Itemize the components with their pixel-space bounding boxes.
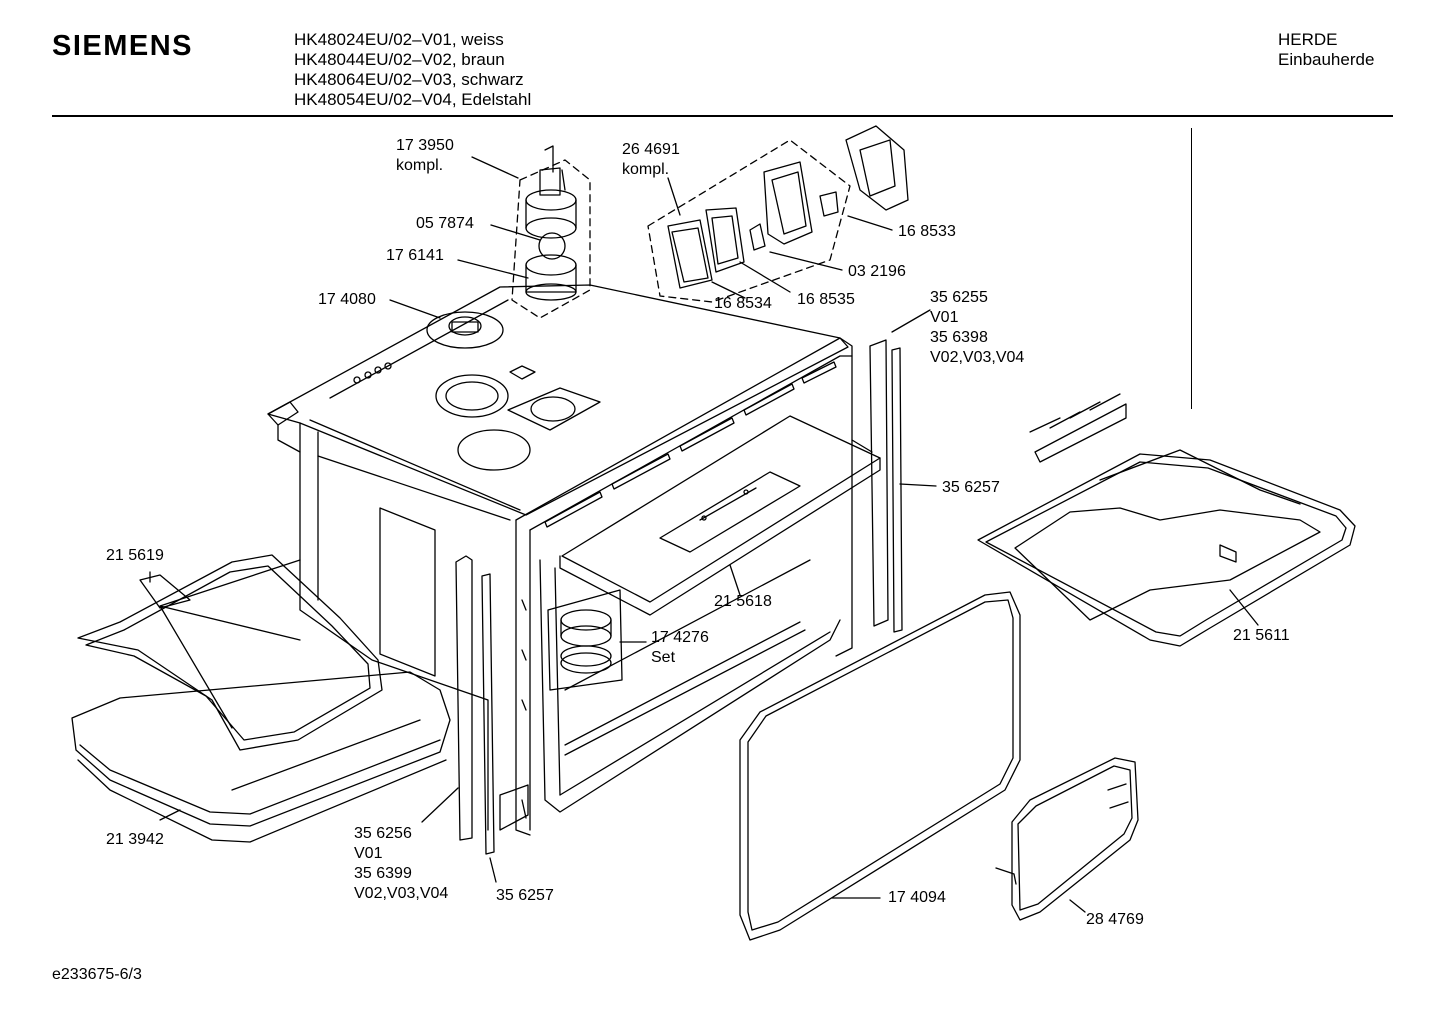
ring-heating-element: [78, 555, 382, 750]
part-label-35-6255: 35 6255 V01 35 6398 V02,V03,V04: [930, 288, 1024, 368]
part-note: Set: [651, 649, 676, 666]
part-label-21-5618: 21 5618: [714, 592, 772, 612]
part-variant: V02,V03,V04: [930, 349, 1025, 366]
door-gasket-small: [996, 758, 1138, 920]
door-seal: [72, 672, 450, 842]
part-number: 35 6255: [930, 289, 988, 306]
part-number: 16 8533: [898, 223, 956, 240]
model-line: HK48024EU/02–V01, weiss: [294, 30, 504, 49]
model-list: HK48024EU/02–V01, weiss HK48044EU/02–V02…: [294, 30, 531, 110]
part-note: kompl.: [622, 161, 670, 178]
part-label-03-2196: 03 2196: [848, 262, 906, 282]
part-number: 05 7874: [416, 215, 474, 232]
oven-housing: [268, 285, 872, 835]
part-number: 35 6256: [354, 825, 412, 842]
part-number: 17 4080: [318, 291, 376, 308]
part-label-21-3942: 21 3942: [106, 830, 164, 850]
part-label-35-6257-left: 35 6257: [496, 886, 554, 906]
part-label-17-3950: 17 3950 kompl.: [396, 136, 454, 176]
door-gasket-large: [740, 592, 1020, 940]
part-label-21-5619: 21 5619: [106, 546, 164, 566]
part-variant: V01: [930, 309, 959, 326]
model-line: HK48044EU/02–V02, braun: [294, 50, 505, 69]
part-number: 17 4276: [651, 629, 709, 646]
top-heating-element: [978, 394, 1355, 646]
part-label-26-4691: 26 4691 kompl.: [622, 140, 680, 180]
part-number: 21 3942: [106, 831, 164, 848]
part-label-17-6141: 17 6141: [386, 246, 444, 266]
part-number: 16 8534: [714, 295, 772, 312]
section-divider: [1191, 128, 1192, 409]
header-divider: [52, 115, 1393, 117]
part-label-35-6256: 35 6256 V01 35 6399 V02,V03,V04: [354, 824, 448, 904]
part-number: 17 4094: [888, 889, 946, 906]
category-line: HERDE: [1278, 30, 1338, 49]
part-number: 16 8535: [797, 291, 855, 308]
part-number: 28 4769: [1086, 911, 1144, 928]
grill-plate: [560, 416, 880, 615]
part-variant: V02,V03,V04: [354, 885, 449, 902]
side-rails: [456, 340, 902, 854]
part-number: 17 6141: [386, 247, 444, 264]
part-number: 21 5619: [106, 547, 164, 564]
part-number: 35 6399: [354, 865, 412, 882]
product-category: HERDE Einbauherde: [1278, 30, 1374, 70]
part-number: 35 6257: [942, 479, 1000, 496]
part-label-16-8533: 16 8533: [898, 222, 956, 242]
leader-lines: [150, 157, 1258, 912]
part-note: kompl.: [396, 157, 444, 174]
part-number: 35 6257: [496, 887, 554, 904]
part-label-17-4080: 17 4080: [318, 290, 376, 310]
model-line: HK48054EU/02–V04, Edelstahl: [294, 90, 532, 109]
part-variant: V01: [354, 845, 383, 862]
lamp-assembly: [648, 126, 908, 302]
part-label-16-8534: 16 8534: [714, 294, 772, 314]
drawing-code: e233675-6/3: [52, 966, 142, 983]
fan-flange: [427, 312, 503, 348]
part-label-16-8535: 16 8535: [797, 290, 855, 310]
part-number: 21 5611: [1233, 627, 1290, 644]
part-label-17-4276: 17 4276 Set: [651, 628, 709, 668]
model-line: HK48064EU/02–V03, schwarz: [294, 70, 524, 89]
thermostat-assembly: [512, 146, 590, 318]
part-number: 35 6398: [930, 329, 988, 346]
part-label-35-6257-right: 35 6257: [942, 478, 1000, 498]
part-number: 17 3950: [396, 137, 454, 154]
part-number: 21 5618: [714, 593, 772, 610]
part-number: 26 4691: [622, 141, 680, 158]
part-label-05-7874: 05 7874: [416, 214, 474, 234]
category-line: Einbauherde: [1278, 50, 1375, 69]
part-label-17-4094: 17 4094: [888, 888, 946, 908]
part-number: 03 2196: [848, 263, 906, 280]
part-label-28-4769: 28 4769: [1086, 910, 1144, 930]
lamp-glass-set: [561, 610, 611, 673]
siemens-logo: SIEMENS: [52, 30, 194, 62]
part-label-21-5611: 21 5611: [1233, 626, 1290, 646]
